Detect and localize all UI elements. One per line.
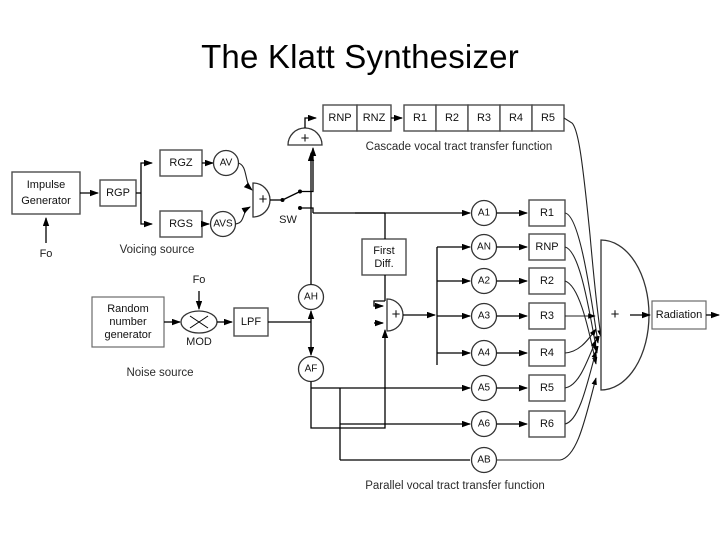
parallel-amp-5-label: A5: [478, 383, 491, 394]
parallel-res-0-label: R1: [540, 207, 554, 219]
first-diff-label-line2: Diff.: [374, 258, 393, 270]
radiation-label: Radiation: [656, 309, 702, 321]
af-to-mid-adder-wire: [310, 329, 389, 429]
parallel-amp-4-label: A4: [478, 348, 491, 359]
voicing-source-caption: Voicing source: [120, 244, 195, 256]
parallel-res-4-label: R4: [540, 347, 554, 359]
f0-voicing-label: Fo: [40, 248, 53, 260]
mid-adder[interactable]: [386, 298, 404, 332]
switch-to-bus-wire: [300, 207, 314, 213]
cascade-res-2-label: R1: [413, 112, 427, 124]
cascade-res-5-label: R4: [509, 112, 523, 124]
voicing-adder-plus: +: [259, 191, 268, 208]
cascade-r2-box[interactable]: [435, 104, 469, 132]
parallel-res-5-label: R5: [540, 382, 554, 394]
cascade-to-summer-wire: [563, 117, 603, 338]
parallel-amp-0-label: A1: [478, 208, 491, 219]
output-summer[interactable]: [600, 239, 650, 391]
cascade-r4-box[interactable]: [499, 104, 533, 132]
output-summer-plus: +: [611, 306, 620, 323]
parallel-amp-2-label: A2: [478, 276, 491, 287]
noise-source-caption: Noise source: [126, 367, 193, 379]
parallel-res-6-to-summer-wire: [564, 350, 597, 425]
rgp-to-rgz-wire: [140, 159, 153, 193]
parallel-res-5-box[interactable]: [528, 374, 566, 402]
parallel-res-3-label: R3: [540, 310, 554, 322]
output-group: + Radiation: [600, 239, 720, 391]
cascade-vocal-tract-group: + RNP RNZ R1 R2 R3 R4 R5 Cascad: [287, 104, 603, 338]
parallel-res-5-to-summer-wire: [564, 339, 597, 389]
rng-label-line3: generator: [104, 329, 151, 341]
av-to-adder-wire: [237, 162, 253, 191]
mid-adder-plus: +: [392, 306, 401, 323]
first-diff-to-mid-adder-upper-wire: [373, 300, 385, 310]
rgs-box[interactable]: [159, 210, 203, 238]
av-label: AV: [220, 158, 233, 169]
klatt-synthesizer-diagram: Impulse Generator Fo RGP RGZ RGS: [0, 95, 720, 515]
cascade-adder[interactable]: [287, 127, 323, 146]
parallel-amp-6-label: A6: [478, 419, 491, 430]
switch-to-cascade-adder-wire: [300, 147, 317, 193]
lpf-label: LPF: [241, 316, 261, 328]
cascade-rnz-box[interactable]: [356, 104, 392, 132]
switch-label: SW: [279, 214, 297, 226]
impulse-generator-label-line2: Generator: [21, 195, 71, 207]
parallel-res-6-box[interactable]: [528, 410, 566, 438]
page-title: The Klatt Synthesizer: [201, 38, 519, 75]
f0-noise-label: Fo: [193, 274, 206, 286]
cascade-res-3-label: R2: [445, 112, 459, 124]
mod-label: MOD: [186, 336, 212, 348]
cascade-res-6-label: R5: [541, 112, 555, 124]
parallel-res-1-label: RNP: [535, 241, 558, 253]
cascade-res-0-label: RNP: [328, 112, 351, 124]
parallel-bypass-to-summer-wire: [496, 377, 597, 461]
voicing-adder[interactable]: [252, 182, 271, 218]
impulse-generator-label-line1: Impulse: [27, 179, 66, 191]
mid-section-group: First Diff. +: [311, 209, 471, 461]
rng-label-line2: number: [109, 316, 147, 328]
parallel-vocal-tract-group: A1 R1 AN RNP A2 R2: [365, 199, 600, 492]
rgz-label: RGZ: [169, 157, 193, 169]
switch-blade[interactable]: [282, 191, 300, 201]
parallel-res-0-to-summer-wire: [564, 212, 600, 344]
cascade-r3-box[interactable]: [467, 104, 501, 132]
rgp-label: RGP: [106, 187, 130, 199]
rgp-to-rgs-wire: [140, 193, 153, 228]
cascade-res-4-label: R3: [477, 112, 491, 124]
rgz-box[interactable]: [159, 149, 203, 177]
rgs-label: RGS: [169, 218, 193, 230]
cascade-rnp-box[interactable]: [322, 104, 358, 132]
random-number-generator-box[interactable]: [91, 296, 165, 348]
radiation-box[interactable]: [651, 300, 707, 330]
parallel-res-4-to-summer-wire: [564, 328, 597, 354]
avs-label: AVS: [213, 219, 233, 230]
parallel-amp-1-label: AN: [477, 242, 491, 253]
noise-source-group: Random number generator MOD Fo LPF: [91, 152, 389, 429]
parallel-amp-7-label: AB: [477, 455, 491, 466]
impulse-generator-box[interactable]: [11, 171, 81, 215]
rng-label-line1: Random: [107, 303, 149, 315]
parallel-res-2-box[interactable]: [528, 267, 566, 295]
parallel-res-4-box[interactable]: [528, 339, 566, 367]
mod-cross-2: [189, 315, 209, 329]
parallel-res-1-box[interactable]: [528, 233, 566, 261]
first-diff-box[interactable]: [361, 238, 407, 276]
cascade-adder-plus: +: [301, 130, 310, 147]
cascade-res-1-label: RNZ: [363, 112, 386, 124]
avs-to-adder-wire: [234, 206, 251, 225]
cascade-adder-out-wire: [304, 114, 317, 128]
parallel-res-2-label: R2: [540, 275, 554, 287]
cascade-r1-box[interactable]: [403, 104, 437, 132]
voicing-source-group: Impulse Generator Fo RGP RGZ RGS: [11, 147, 317, 260]
parallel-caption: Parallel vocal tract transfer function: [365, 480, 545, 492]
ah-label: AH: [304, 292, 318, 303]
af-label: AF: [305, 364, 318, 375]
first-diff-label-line1: First: [373, 245, 394, 257]
parallel-amp-3-label: A3: [478, 311, 491, 322]
parallel-res-6-label: R6: [540, 418, 554, 430]
cascade-caption: Cascade vocal tract transfer function: [366, 141, 553, 153]
